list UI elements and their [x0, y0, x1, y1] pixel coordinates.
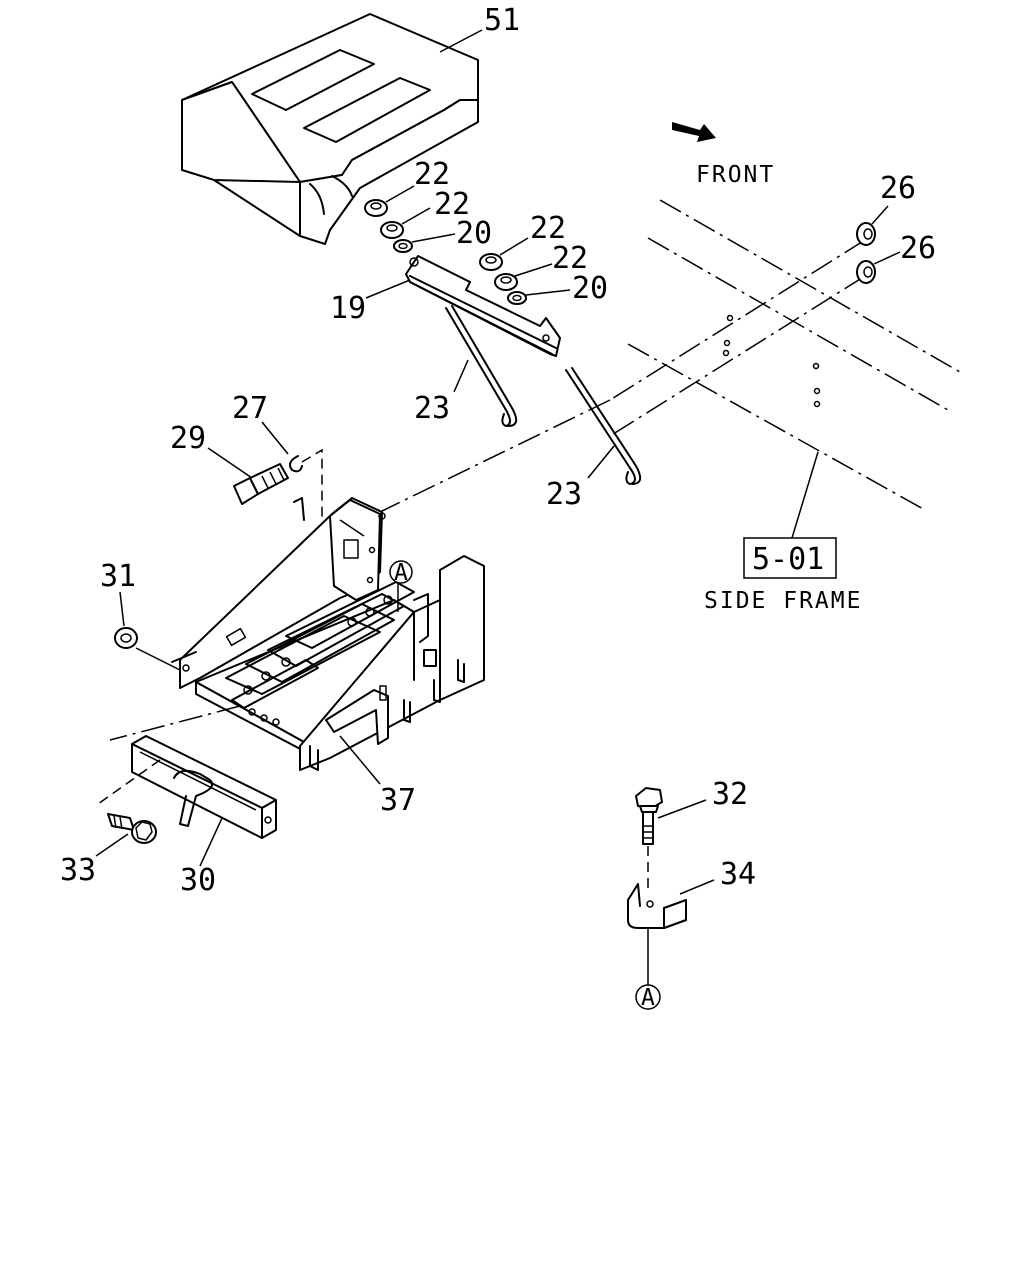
- clamp-bar: [97, 735, 277, 839]
- part-label-29: 29: [170, 421, 206, 456]
- part-label-37: 37: [380, 783, 416, 818]
- part-label-27: 27: [232, 391, 268, 426]
- marker-a-lower-label: A: [641, 985, 655, 1011]
- part-label-51: 51: [484, 3, 520, 38]
- part-label-31: 31: [100, 559, 136, 594]
- marker-a-upper-label: A: [394, 560, 408, 586]
- battery-carrier: [171, 497, 485, 771]
- j-bolt-23-left: [445, 305, 518, 427]
- bracket-34: [627, 883, 687, 929]
- part-label-32: 32: [712, 777, 748, 812]
- side-frame-rails: [379, 199, 961, 513]
- part-label-22c: 22: [530, 211, 566, 246]
- part-label-26a: 26: [880, 171, 916, 206]
- nut-22-left-2: [380, 221, 404, 239]
- ref-caption: SIDE FRAME: [704, 588, 862, 614]
- part-label-22d: 22: [552, 241, 588, 276]
- part-label-22b: 22: [434, 187, 470, 222]
- part-label-19: 19: [330, 291, 366, 326]
- ref-box-label: 5-01: [752, 542, 824, 577]
- bolt-29: [233, 463, 289, 505]
- part-label-20b: 20: [572, 271, 608, 306]
- nut-26-upper: [856, 222, 876, 246]
- marker-a-lower: A: [635, 984, 661, 1011]
- part-label-23b: 23: [546, 477, 582, 512]
- side-frame-reference: 5-01 SIDE FRAME: [704, 451, 862, 614]
- marker-a-upper: A: [389, 560, 413, 612]
- part-label-23a: 23: [414, 391, 450, 426]
- bolt-32: [635, 787, 663, 845]
- clip-27: [289, 455, 303, 473]
- nut-26-lower: [856, 260, 876, 284]
- front-arrow-icon: [672, 122, 716, 142]
- j-bolt-23-right: [565, 367, 642, 485]
- battery-cover: [181, 13, 479, 245]
- nut-31: [114, 627, 138, 649]
- part-label-33: 33: [60, 853, 96, 888]
- part-label-34: 34: [720, 857, 756, 892]
- part-label-30: 30: [180, 863, 216, 898]
- part-label-22a: 22: [414, 157, 450, 192]
- front-label: FRONT: [696, 162, 775, 188]
- part-label-26b: 26: [900, 231, 936, 266]
- bolt-33: [107, 813, 157, 844]
- hold-down-bar: [405, 255, 561, 357]
- washer-20-left: [393, 239, 413, 253]
- nut-22-right-1: [479, 253, 503, 271]
- nut-22-left-1: [364, 199, 388, 217]
- washer-20-right: [507, 291, 527, 305]
- nut-22-right-2: [494, 273, 518, 291]
- part-label-20a: 20: [456, 216, 492, 251]
